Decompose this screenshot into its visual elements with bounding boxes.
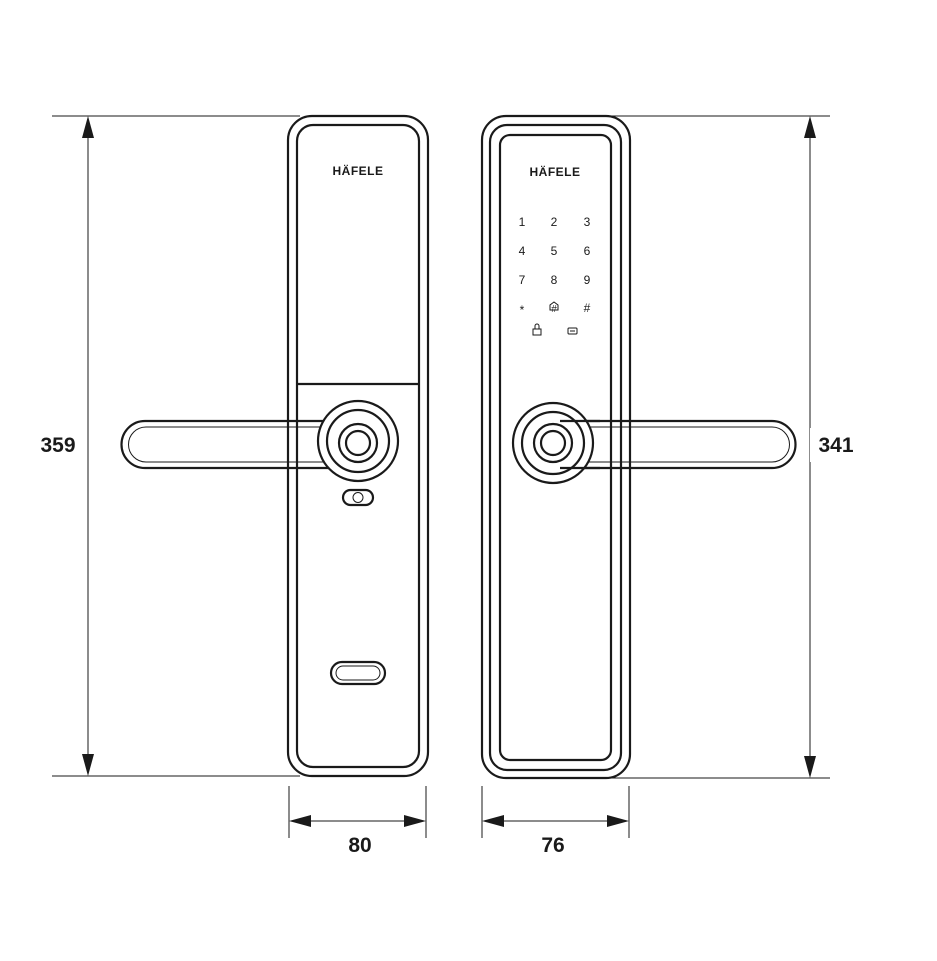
front-body-outer xyxy=(480,114,632,780)
back-body-inner xyxy=(295,123,421,769)
dim-right-height: 341 xyxy=(818,434,853,457)
key-9: 9 xyxy=(584,273,591,287)
front-rosette-mid xyxy=(520,410,586,476)
privacy-button xyxy=(341,488,375,507)
back-handle-inner xyxy=(128,426,338,463)
back-knob-inner xyxy=(344,429,372,457)
lock-icon xyxy=(532,323,542,336)
front-handle xyxy=(550,419,797,470)
back-rosette-outer xyxy=(316,399,400,483)
home-icon xyxy=(549,301,559,311)
privacy-button-dot xyxy=(352,492,364,503)
back-body-outer xyxy=(286,114,430,778)
key-3: 3 xyxy=(584,215,591,229)
front-handle-inner xyxy=(554,426,790,463)
key-1: 1 xyxy=(519,215,526,229)
key-4: 4 xyxy=(519,244,526,258)
front-knob-inner xyxy=(539,429,567,457)
front-panel-screen xyxy=(498,133,613,762)
card-icon xyxy=(567,327,578,335)
key-6: 6 xyxy=(584,244,591,258)
dim-left-width: 80 xyxy=(348,834,371,857)
battery-slot xyxy=(329,660,387,686)
front-brand-logo: HÄFELE xyxy=(530,164,581,179)
key-2: 2 xyxy=(551,215,558,229)
dim-right-width: 76 xyxy=(541,834,564,857)
key-7: 7 xyxy=(519,273,526,287)
front-handle-neck xyxy=(560,419,600,470)
battery-slot-inner xyxy=(335,665,381,681)
lock-front-view: HÄFELE 1 2 3 4 5 6 7 8 9 * # # xyxy=(480,114,797,780)
front-rosette-outer xyxy=(511,401,595,485)
dimension-lines: 359 341 80 76 xyxy=(30,115,866,857)
front-body-mid xyxy=(488,123,623,772)
dim-left-height: 359 xyxy=(40,434,75,457)
back-brand-logo: HÄFELE xyxy=(333,163,384,178)
back-knob xyxy=(337,422,379,464)
key-8: 8 xyxy=(551,273,558,287)
front-knob xyxy=(532,422,574,464)
key-5: 5 xyxy=(551,244,558,258)
back-rosette-mid xyxy=(325,408,391,474)
key-hash: # xyxy=(584,301,591,315)
key-star: * xyxy=(520,303,525,317)
lock-back-view: HÄFELE xyxy=(120,114,430,778)
back-handle xyxy=(120,419,342,470)
keypad: 1 2 3 4 5 6 7 8 9 * # # xyxy=(519,215,591,336)
